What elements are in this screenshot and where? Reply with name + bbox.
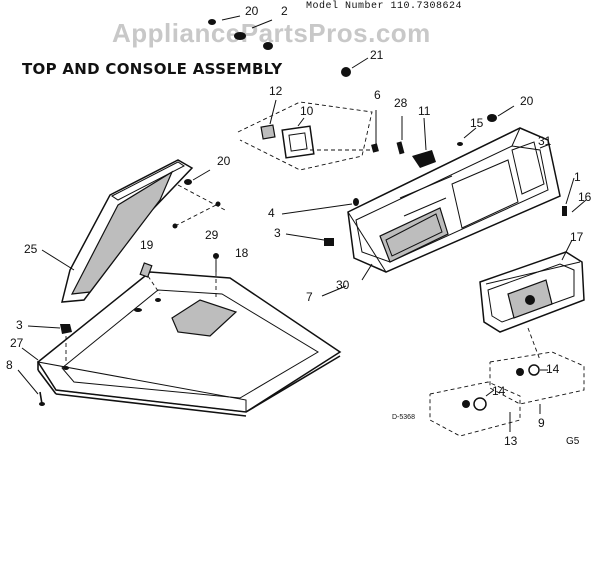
callout-25: 25 <box>24 242 38 256</box>
knob-group-14-9 <box>489 351 585 414</box>
knob-group-14-13 <box>429 381 521 437</box>
callout-14-left: 14 <box>492 384 506 398</box>
page-code: G5 <box>566 436 580 447</box>
callout-28: 28 <box>394 96 408 110</box>
control-module-17 <box>479 239 585 361</box>
callout-1: 1 <box>574 170 581 184</box>
callout-27: 27 <box>10 336 24 350</box>
callout-13: 13 <box>504 434 518 448</box>
callout-18: 18 <box>235 246 249 260</box>
callout-30: 30 <box>336 278 350 292</box>
callout-20-console: 20 <box>520 94 534 108</box>
console-panel <box>281 127 561 297</box>
top-screws <box>208 15 273 50</box>
callout-7: 7 <box>306 290 313 304</box>
callout-19: 19 <box>140 238 154 252</box>
motor-bracket-group <box>237 99 378 171</box>
callout-3-console: 3 <box>274 226 281 240</box>
callout-21: 21 <box>370 48 384 62</box>
callout-11: 11 <box>418 104 431 118</box>
callout-20-top: 20 <box>245 4 259 18</box>
callout-2: 2 <box>281 4 288 18</box>
callout-12: 12 <box>269 84 283 98</box>
callout-15: 15 <box>470 116 484 130</box>
console-screws-top <box>371 105 515 168</box>
callout-6: 6 <box>374 88 381 102</box>
callout-9: 9 <box>538 416 545 430</box>
callout-10: 10 <box>300 104 314 118</box>
console-screws-right <box>562 177 587 216</box>
callout-17: 17 <box>570 230 584 244</box>
callout-29: 29 <box>205 228 219 242</box>
parts-19-18 <box>139 253 219 300</box>
callout-8: 8 <box>6 358 13 372</box>
callout-14-right: 14 <box>546 362 560 376</box>
drawing-code: D-5368 <box>392 414 415 421</box>
lid-door-25 <box>41 159 194 303</box>
screws-left <box>17 324 72 406</box>
lid-screws <box>172 169 226 229</box>
nut-21 <box>341 57 369 77</box>
callout-4: 4 <box>268 206 275 220</box>
callout-20-lid: 20 <box>217 154 231 168</box>
callout-16: 16 <box>578 190 592 204</box>
callout-31: 31 <box>538 134 552 148</box>
callout-3-top: 3 <box>16 318 23 332</box>
model-number: Model Number 110.7308624 <box>306 1 463 12</box>
diagram-title: TOP AND CONSOLE ASSEMBLY <box>22 60 283 78</box>
